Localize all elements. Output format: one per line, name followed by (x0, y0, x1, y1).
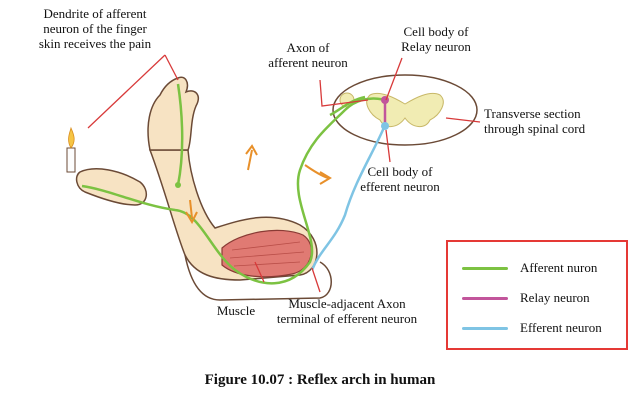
arrow-down (189, 199, 193, 219)
legend-item-afferent: Afferent nuron (462, 260, 597, 276)
legend-box: Afferent nuron Relay neuron Efferent neu… (446, 240, 628, 350)
figure-caption: Figure 10.07 : Reflex arch in human (204, 372, 436, 388)
pointer-lines (87, 54, 481, 293)
afferent-node (175, 182, 181, 188)
label-cell-body-efferent: Cell body of efferent neuron (360, 164, 440, 194)
candle-flame (68, 126, 75, 149)
legend-label-relay: Relay neuron (520, 290, 590, 305)
legend-item-efferent: Efferent neuron (462, 320, 602, 336)
left-hand-shape (75, 168, 147, 206)
label-dendrite: Dendrite of afferent neuron of the finge… (38, 6, 152, 51)
efferent-cell-body (381, 122, 389, 130)
efferent-neuron-path (310, 124, 387, 271)
label-axon-afferent: Axon of afferent neuron (268, 40, 348, 70)
label-axon-terminal: Muscle-adjacent Axon terminal of efferen… (276, 296, 418, 326)
label-transverse-section: Transverse section through spinal cord (484, 106, 586, 136)
hand-shape (147, 76, 199, 151)
candle (66, 147, 76, 173)
legend-item-relay: Relay neuron (462, 290, 590, 306)
arrow-up (247, 149, 253, 171)
label-cell-body-relay: Cell body of Relay neuron (401, 24, 471, 54)
legend-swatch-afferent (462, 266, 508, 270)
label-muscle: Muscle (216, 303, 256, 318)
upper-arm-shape (184, 254, 332, 301)
relay-cell-body (381, 96, 389, 104)
arrow-right (304, 164, 329, 179)
legend-swatch-efferent (462, 326, 508, 330)
legend-label-efferent: Efferent neuron (520, 320, 602, 335)
legend-swatch-relay (462, 296, 508, 300)
legend-label-afferent: Afferent nuron (520, 260, 598, 275)
afferent-neuron-path (81, 97, 386, 285)
